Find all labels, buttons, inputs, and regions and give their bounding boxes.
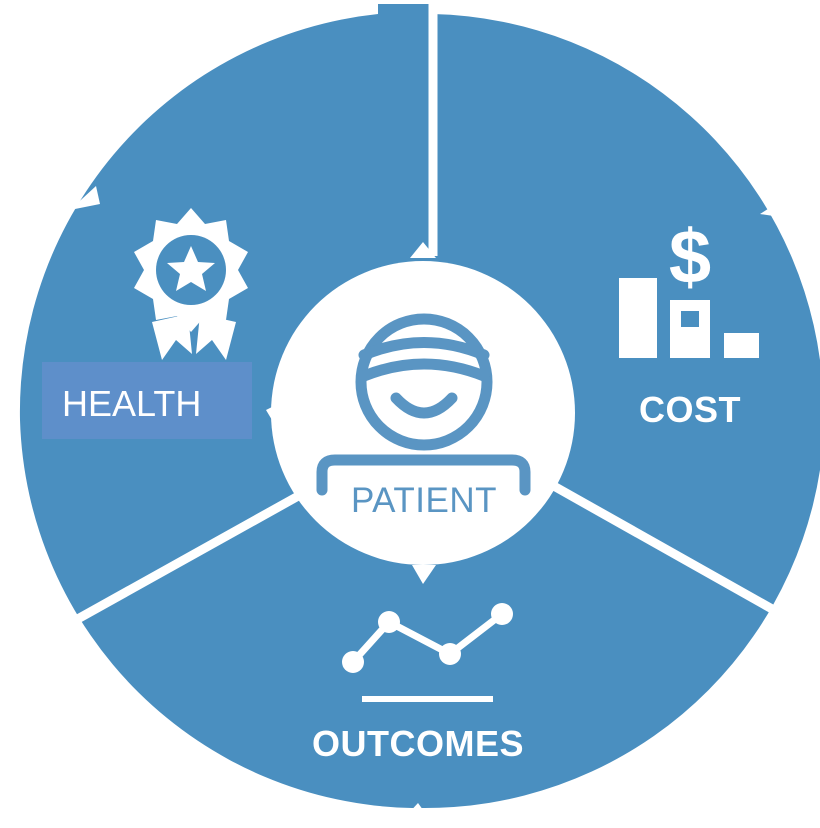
line-graph-icon — [342, 603, 513, 702]
center-notch-top — [410, 242, 436, 258]
dollar-bars-icon: $ — [619, 215, 759, 358]
cost-label: COST — [639, 389, 741, 430]
dollar-sign: $ — [669, 215, 711, 300]
rim-notch-bottom — [395, 803, 436, 828]
divider-bottom-right — [549, 481, 820, 640]
health-label-box — [42, 362, 252, 439]
award-ribbon-icon — [134, 208, 248, 360]
divider-bottom-left — [37, 481, 321, 644]
outcomes-label: OUTCOMES — [312, 723, 524, 764]
rim-notch-left — [70, 186, 100, 210]
center-notch-bottom — [412, 565, 436, 584]
center-label: PATIENT — [351, 481, 497, 520]
health-label: HEALTH — [62, 383, 201, 424]
rim-notch-right — [760, 198, 800, 220]
center-notch-left — [266, 405, 276, 420]
patient-icon — [316, 313, 531, 496]
